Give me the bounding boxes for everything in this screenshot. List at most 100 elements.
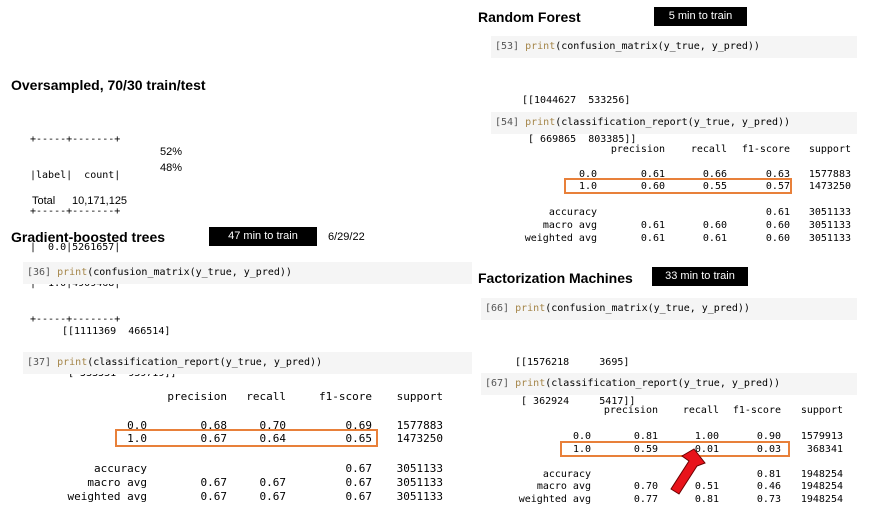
report-cell: 0.55 — [702, 181, 727, 192]
report-cell: 0.66 — [702, 169, 727, 180]
report-row-label: 0.0 — [578, 169, 597, 180]
fm-title: Factorization Machines — [478, 270, 633, 286]
code-args: (confusion_matrix(y_true, y_pred)) — [555, 41, 760, 52]
red-arrow-icon — [670, 448, 706, 495]
report-cell: 0.46 — [756, 481, 781, 492]
report-cell: 1577883 — [396, 419, 443, 432]
report-header-cell: support — [808, 144, 851, 155]
report-cell: 0.57 — [765, 181, 790, 192]
fm-cr-code-cell[interactable]: [67] print(classification_report(y_true,… — [481, 373, 857, 395]
report-cell: 0.67 — [259, 490, 287, 503]
gbt-cm-code-cell[interactable]: [36] print(confusion_matrix(y_true, y_pr… — [23, 262, 472, 284]
report-header-cell: precision — [167, 390, 227, 403]
report-cell: 3051133 — [396, 476, 443, 489]
report-row-label: 0.0 — [572, 431, 591, 442]
report-cell: 0.67 — [345, 476, 373, 489]
report-header-cell: f1-score — [741, 144, 790, 155]
cell-prompt: [67] — [485, 378, 510, 389]
report-row-label: 1.0 — [578, 181, 597, 192]
report-cell: 0.81 — [633, 431, 658, 442]
matrix-line: [[1111369 466514] — [62, 326, 171, 337]
report-cell: 0.61 — [640, 233, 665, 244]
fm-train-time-badge: 33 min to train — [652, 267, 748, 286]
report-cell: 0.61 — [765, 207, 790, 218]
report-header-cell: recall — [690, 144, 727, 155]
report-cell: 0.60 — [702, 220, 727, 231]
print-keyword: print — [515, 378, 546, 389]
report-cell: 1579913 — [800, 431, 843, 442]
report-cell: 3051133 — [808, 233, 851, 244]
report-cell: 0.60 — [640, 181, 665, 192]
report-row-label: macro avg — [542, 220, 597, 231]
rf-highlight-box — [564, 178, 792, 194]
pct-label-0: 52% — [160, 146, 183, 158]
gbt-date: 6/29/22 — [328, 231, 365, 243]
table-line: +-----+-------+ — [30, 134, 121, 145]
report-row-label: macro avg — [87, 476, 147, 489]
report-cell: 0.70 — [633, 481, 658, 492]
rf-title: Random Forest — [478, 9, 581, 25]
cell-prompt: [53] — [495, 41, 520, 52]
fm-confusion-matrix-output: [[1576218 3695] [ 362924 5417]] — [515, 330, 635, 421]
gbt-train-time-badge: 47 min to train — [209, 227, 317, 246]
rf-confusion-matrix-output: [[1044627 533256] [ 669865 803385]] — [522, 68, 636, 159]
report-row-label: accuracy — [548, 207, 597, 218]
gbt-cr-code-cell[interactable]: [37] print(classification_report(y_true,… — [23, 352, 472, 374]
report-cell: 0.01 — [694, 444, 719, 455]
rf-cr-code-cell[interactable]: [54] print(classification_report(y_true,… — [491, 112, 857, 134]
rf-train-time-badge: 5 min to train — [654, 7, 747, 26]
report-cell: 0.73 — [756, 494, 781, 505]
report-cell: 0.67 — [259, 476, 287, 489]
report-cell: 0.90 — [756, 431, 781, 442]
report-cell: 0.03 — [756, 444, 781, 455]
report-header-cell: support — [396, 390, 443, 403]
code-args: (confusion_matrix(y_true, y_pred)) — [87, 267, 292, 278]
report-cell: 1473250 — [808, 181, 851, 192]
code-args: (classification_report(y_true, y_pred)) — [555, 117, 791, 128]
report-cell: 0.67 — [200, 490, 228, 503]
report-cell: 3051133 — [396, 462, 443, 475]
print-keyword: print — [57, 357, 88, 368]
report-cell: 0.60 — [765, 233, 790, 244]
report-cell: 0.77 — [633, 494, 658, 505]
report-cell: 0.67 — [200, 476, 228, 489]
report-cell: 0.81 — [694, 494, 719, 505]
fm-cm-code-cell[interactable]: [66] print(confusion_matrix(y_true, y_pr… — [481, 298, 857, 320]
report-cell: 0.51 — [694, 481, 719, 492]
report-cell: 368341 — [806, 444, 843, 455]
code-args: (classification_report(y_true, y_pred)) — [545, 378, 781, 389]
report-row-label: macro avg — [536, 481, 591, 492]
report-cell: 1948254 — [800, 481, 843, 492]
table-line: +-----+-------+ — [30, 206, 121, 217]
report-cell: 0.61 — [640, 220, 665, 231]
total-value: 10,171,125 — [72, 195, 128, 207]
report-cell: 0.64 — [259, 432, 287, 445]
cell-prompt: [54] — [495, 117, 520, 128]
report-row-label: 1.0 — [572, 444, 591, 455]
cell-prompt: [66] — [485, 303, 510, 314]
report-cell: 0.61 — [640, 169, 665, 180]
report-cell: 0.67 — [345, 462, 373, 475]
matrix-line: [ 362924 5417]] — [515, 396, 636, 407]
report-cell: 1473250 — [396, 432, 443, 445]
report-row-label: 1.0 — [127, 432, 147, 445]
report-row-label: accuracy — [94, 462, 147, 475]
matrix-line: [ 669865 803385]] — [522, 134, 637, 145]
report-header-cell: precision — [610, 144, 665, 155]
report-header-cell: support — [800, 405, 843, 416]
report-cell: 0.70 — [259, 419, 287, 432]
total-label: Total — [32, 195, 56, 207]
gbt-highlight-box — [115, 429, 378, 447]
oversampled-title: Oversampled, 70/30 train/test — [11, 77, 206, 93]
report-cell: 0.59 — [633, 444, 658, 455]
table-line: |label| count| — [30, 170, 121, 181]
print-keyword: print — [525, 41, 556, 52]
report-cell: 3051133 — [808, 220, 851, 231]
report-row-label: accuracy — [542, 469, 591, 480]
cell-prompt: [36] — [27, 267, 52, 278]
code-args: (confusion_matrix(y_true, y_pred)) — [545, 303, 750, 314]
rf-cm-code-cell[interactable]: [53] print(confusion_matrix(y_true, y_pr… — [491, 36, 857, 58]
fm-highlight-box — [560, 441, 790, 457]
gbt-title: Gradient-boosted trees — [11, 229, 166, 245]
report-row-label: weighted avg — [524, 233, 597, 244]
